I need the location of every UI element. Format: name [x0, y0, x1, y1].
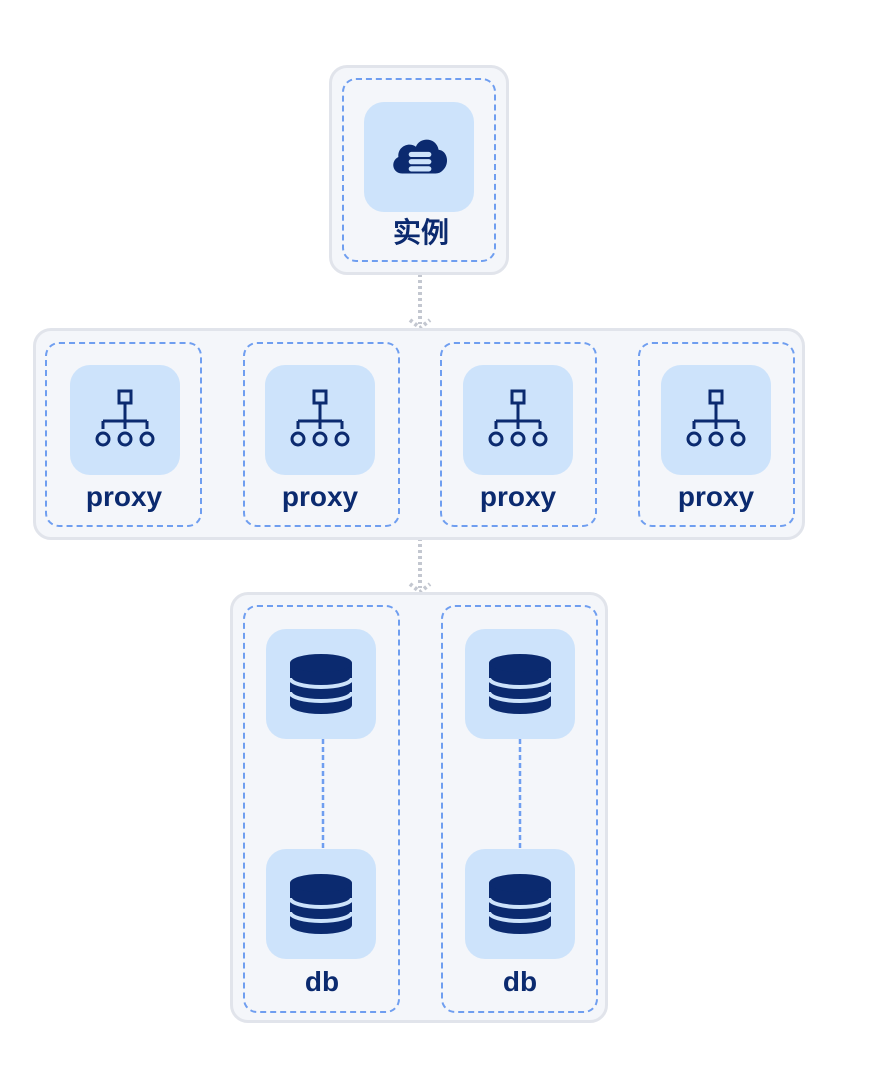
network-tree-icon — [285, 385, 355, 455]
replication-line — [518, 739, 522, 849]
replication-line — [321, 739, 325, 849]
proxy-tile — [70, 365, 180, 475]
database-icon — [289, 652, 353, 716]
proxy-label: proxy — [479, 481, 557, 512]
database-icon — [289, 872, 353, 936]
proxy-node[interactable]: proxy — [638, 342, 795, 527]
proxy-to-db-connector — [408, 538, 432, 595]
db-primary-tile — [465, 629, 575, 739]
db-label: db — [502, 966, 538, 997]
db-node[interactable]: db — [243, 605, 400, 1013]
proxy-label: proxy — [85, 481, 163, 512]
proxy-label: proxy — [677, 481, 755, 512]
proxy-tile — [463, 365, 573, 475]
proxy-tile — [661, 365, 771, 475]
proxy-node[interactable]: proxy — [440, 342, 597, 527]
proxy-tile — [265, 365, 375, 475]
proxy-node[interactable]: proxy — [243, 342, 400, 527]
network-tree-icon — [681, 385, 751, 455]
proxy-group: proxy proxy proxy proxy — [33, 328, 805, 540]
proxy-label: proxy — [281, 481, 359, 512]
instance-group: 实例 — [329, 65, 509, 275]
instance-to-proxy-connector — [408, 274, 432, 331]
db-label: db — [304, 966, 340, 997]
db-replica-tile — [266, 849, 376, 959]
db-node[interactable]: db — [441, 605, 598, 1013]
instance-label: 实例 — [392, 217, 449, 248]
database-icon — [488, 652, 552, 716]
db-replica-tile — [465, 849, 575, 959]
network-tree-icon — [483, 385, 553, 455]
instance-node[interactable]: 实例 — [342, 78, 496, 262]
proxy-node[interactable]: proxy — [45, 342, 202, 527]
database-icon — [488, 872, 552, 936]
db-primary-tile — [266, 629, 376, 739]
network-tree-icon — [90, 385, 160, 455]
db-group: db db — [230, 592, 608, 1023]
instance-tile — [364, 102, 474, 212]
cloud-database-icon — [386, 124, 452, 190]
